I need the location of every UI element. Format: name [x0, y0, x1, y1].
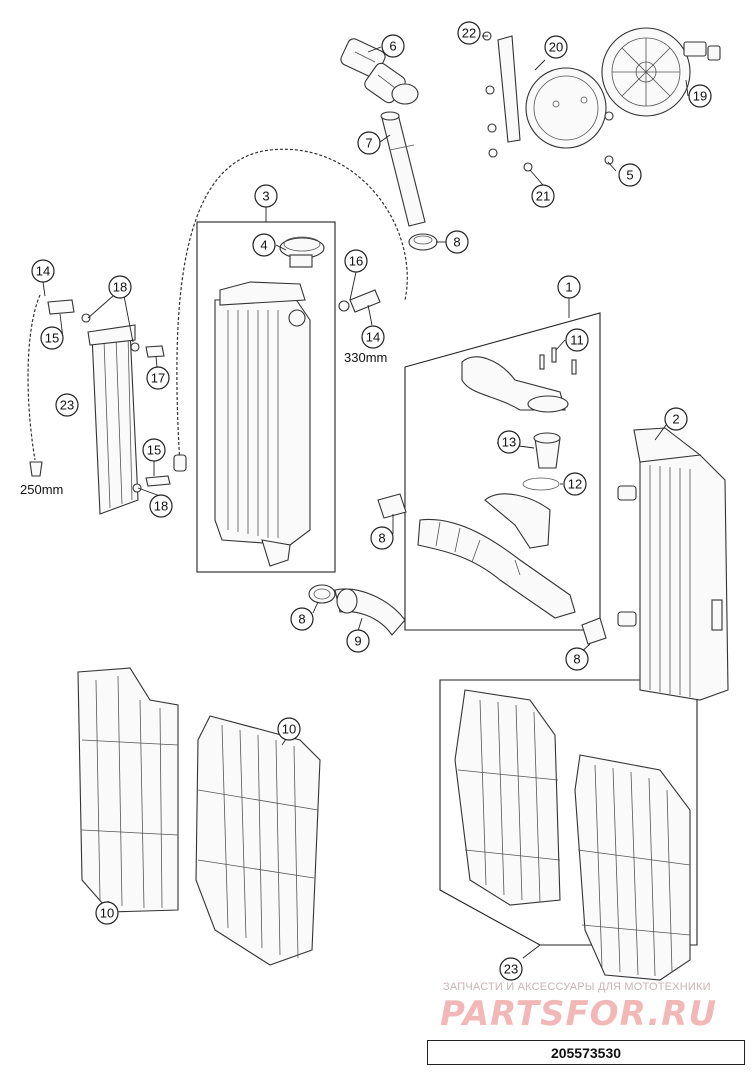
breather-hose-long	[176, 148, 408, 466]
svg-text:20: 20	[549, 40, 563, 55]
svg-text:23: 23	[504, 962, 518, 977]
svg-text:1: 1	[565, 280, 572, 295]
callout-19: 19	[688, 84, 712, 108]
callout-18-bottom: 18	[149, 494, 173, 518]
callout-18-top: 18	[108, 275, 132, 299]
svg-text:7: 7	[365, 136, 372, 151]
hose-clamp-8-top	[408, 233, 438, 251]
svg-text:8: 8	[453, 235, 460, 250]
callout-4: 4	[252, 233, 276, 257]
callout-16: 16	[344, 249, 368, 273]
sleeve-8-left	[377, 493, 407, 519]
svg-text:5: 5	[626, 168, 633, 183]
svg-text:22: 22	[462, 26, 476, 41]
svg-text:15: 15	[147, 443, 161, 458]
callout-5: 5	[618, 163, 642, 187]
hose-length-250: 250mm	[20, 482, 63, 497]
hose-clamp-8-bottom	[308, 584, 336, 604]
sleeve-8-right	[581, 617, 607, 645]
svg-text:3: 3	[262, 189, 269, 204]
callout-6: 6	[381, 34, 405, 58]
svg-text:16: 16	[349, 254, 363, 269]
callout-22: 22	[457, 21, 481, 45]
small-fittings-left	[29, 299, 187, 493]
radiator-left-3	[214, 281, 311, 567]
radiator-cap-4	[279, 236, 325, 268]
callout-10-left: 10	[95, 901, 119, 925]
callout-14-right: 14	[361, 325, 385, 349]
callout-10-right: 10	[277, 717, 301, 741]
callout-2: 2	[664, 407, 688, 431]
svg-text:8: 8	[298, 612, 305, 627]
hose-connector-6	[340, 38, 419, 105]
svg-text:2: 2	[672, 412, 679, 427]
svg-text:6: 6	[389, 39, 396, 54]
thermostat-housing-parts	[417, 347, 577, 619]
callout-17: 17	[146, 366, 170, 390]
breather-hose-short	[27, 294, 41, 461]
cooling-fan-19	[601, 27, 721, 117]
svg-text:14: 14	[366, 330, 380, 345]
assembly-frame-1	[404, 312, 601, 631]
svg-text:9: 9	[354, 634, 361, 649]
hose-9	[334, 588, 406, 636]
svg-text:4: 4	[260, 238, 267, 253]
callout-8-middle: 8	[370, 526, 394, 550]
svg-text:19: 19	[693, 89, 707, 104]
svg-text:13: 13	[502, 435, 516, 450]
svg-text:18: 18	[113, 280, 127, 295]
small-hose-16	[338, 289, 381, 313]
svg-text:14: 14	[36, 264, 50, 279]
radiator-guard-23-small	[87, 324, 139, 515]
radiator-guard-10-left	[77, 667, 179, 913]
callout-12: 12	[563, 472, 587, 496]
svg-text:10: 10	[100, 906, 114, 921]
radiator-right-2	[617, 427, 729, 701]
callout-3: 3	[254, 184, 278, 208]
svg-text:11: 11	[570, 333, 584, 348]
callout-8-bottom: 8	[290, 607, 314, 631]
callout-23-right: 23	[499, 957, 523, 981]
callout-8-right: 8	[565, 647, 589, 671]
callout-7: 7	[357, 131, 381, 155]
callout-8-top: 8	[445, 230, 469, 254]
svg-text:23: 23	[60, 398, 74, 413]
svg-text:18: 18	[154, 499, 168, 514]
svg-text:17: 17	[151, 371, 165, 386]
fan-screws	[482, 31, 614, 172]
callout-1: 1	[557, 275, 581, 299]
callout-20: 20	[544, 35, 568, 59]
callout-21: 21	[531, 184, 555, 208]
svg-text:15: 15	[45, 331, 59, 346]
svg-text:21: 21	[536, 189, 550, 204]
svg-text:8: 8	[573, 652, 580, 667]
callout-15-bottom: 15	[142, 438, 166, 462]
watermark-logo: PARTSFOR.RU	[440, 994, 718, 1034]
svg-text:8: 8	[378, 531, 385, 546]
callout-23-left: 23	[55, 393, 79, 417]
callout-9: 9	[346, 629, 370, 653]
drawing-number: 205573530	[427, 1040, 745, 1065]
callout-15-top: 15	[40, 326, 64, 350]
radiator-guard-23-left	[454, 689, 561, 906]
callout-14-left: 14	[31, 259, 55, 283]
callout-13: 13	[497, 430, 521, 454]
radiator-guard-10-right	[195, 715, 321, 966]
coolant-pipe-7	[380, 111, 426, 227]
callout-11: 11	[565, 328, 589, 352]
svg-text:12: 12	[568, 477, 582, 492]
svg-text:10: 10	[282, 722, 296, 737]
radiator-guard-23-right	[574, 754, 691, 981]
hose-length-330: 330mm	[344, 350, 387, 365]
watermark-tagline: ЗАПЧАСТИ И АКСЕССУАРЫ ДЛЯ МОТОТЕХНИКИ	[443, 981, 711, 993]
fan-bracket-20	[497, 35, 607, 149]
